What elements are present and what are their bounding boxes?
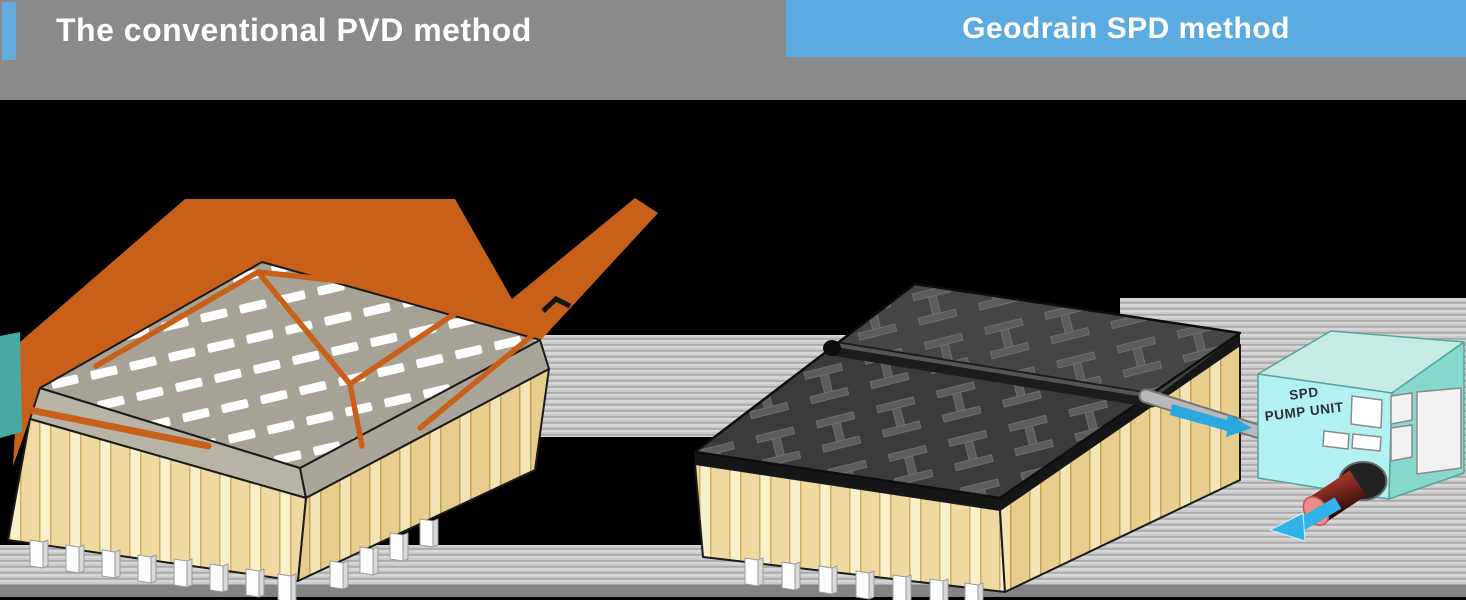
soil-face-front-right	[297, 368, 550, 582]
tarp-membrane	[13, 198, 658, 466]
spd-pump-unit: SPD PUMP UNIT	[1257, 330, 1465, 542]
accent-bar	[2, 2, 16, 60]
spd-soil-block	[693, 282, 1242, 600]
teal-patch	[0, 332, 22, 438]
flow-arrow	[1170, 404, 1252, 437]
pump-label-line1: SPD	[1288, 384, 1319, 402]
tarp-corner-mark	[541, 295, 572, 313]
tarp-edge-lines	[26, 269, 537, 450]
drain-connector-pattern	[693, 282, 1242, 500]
left-method-title: The conventional PVD method	[56, 12, 532, 48]
pump-panels	[1322, 387, 1462, 475]
right-method-banner: Geodrain SPD method	[786, 0, 1466, 57]
diagram-canvas: SPD PUMP UNIT	[0, 198, 1466, 600]
collector-pipe	[823, 340, 1160, 408]
suction-pipe	[1138, 388, 1284, 445]
drain-top-dashes	[39, 261, 541, 469]
discharge-arrow	[1269, 497, 1342, 542]
membrane-edge-left	[695, 452, 1000, 510]
right-method-title: Geodrain SPD method	[962, 12, 1290, 45]
pvd-soil-block	[7, 261, 550, 600]
